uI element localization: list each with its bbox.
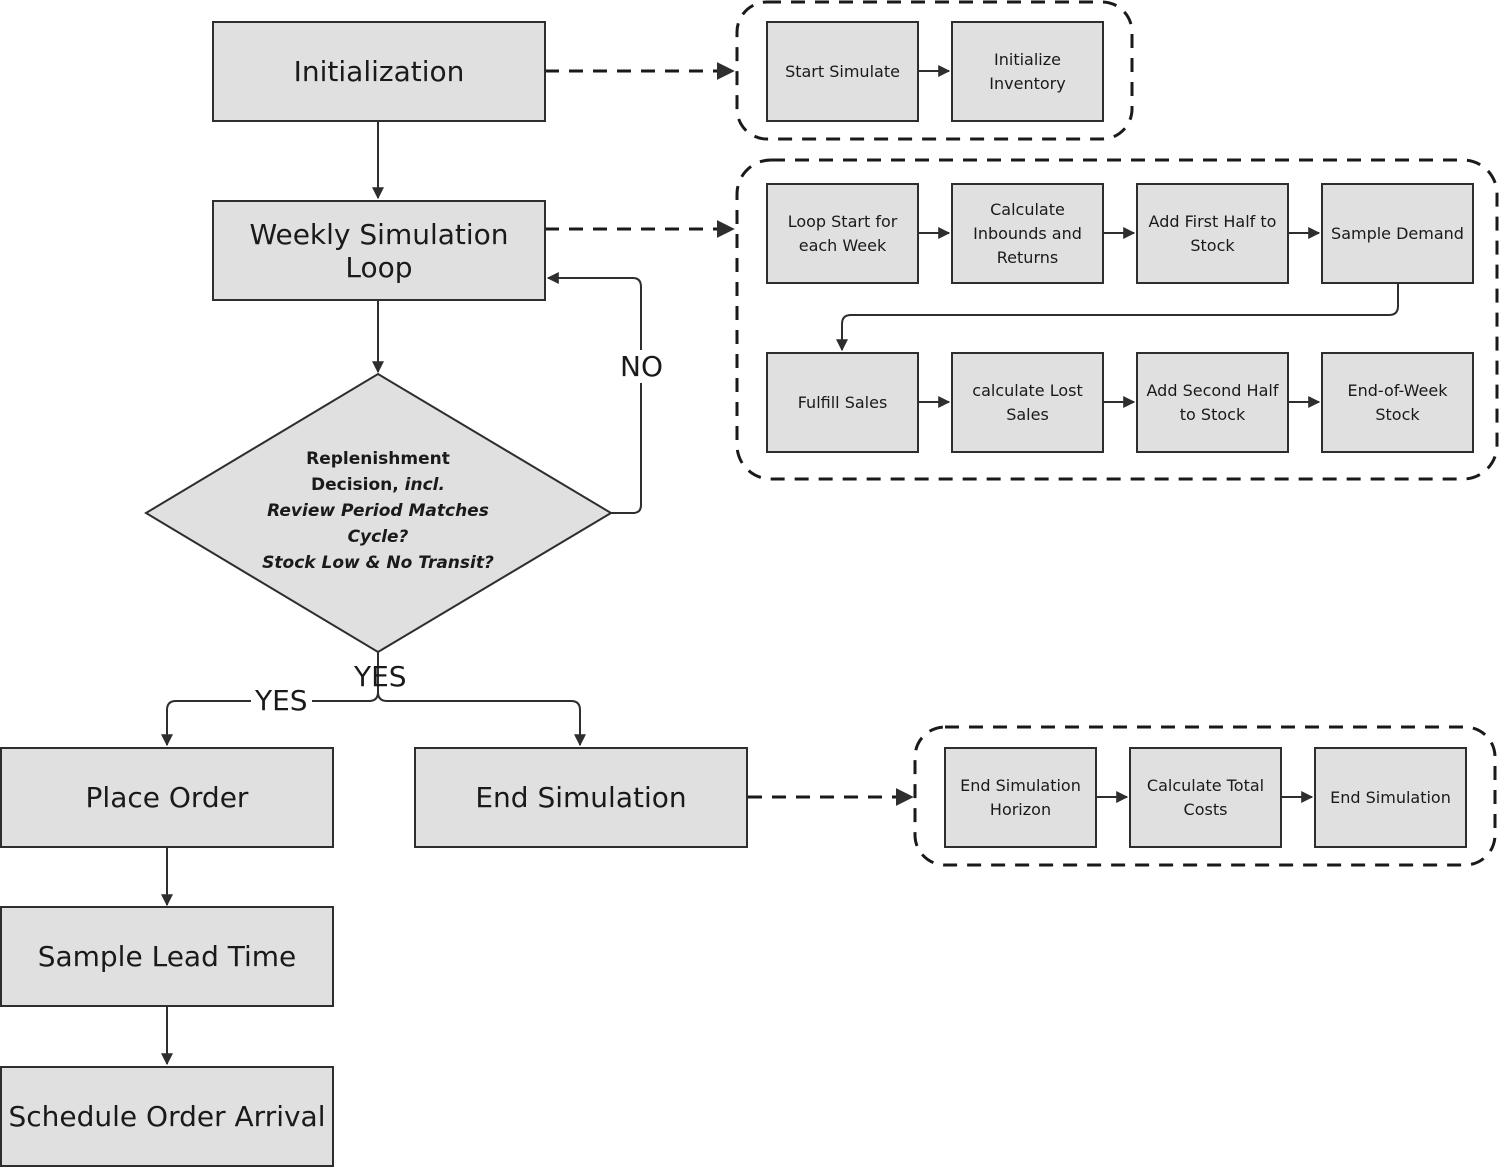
add-first-half-step: Add First Half to Stock [1136,183,1289,284]
initialize-inventory-step: Initialize Inventory [951,21,1104,122]
end-simulation-horizon-step: End Simulation Horizon [944,747,1097,848]
arrow-decision-to-end-simulation [377,691,586,747]
arrow-decision-no-back-to-loop [546,272,642,514]
loop-group-container [735,158,1499,481]
calculate-lost-sales-step: calculate Lost Sales [951,352,1104,453]
edge-label-no: NO [616,350,667,383]
decision-line-1: Replenishment [306,449,450,469]
sample-lead-time-box: Sample Lead Time [0,906,334,1007]
decision-line-2-plain: Decision, [311,475,399,495]
schedule-order-arrival-box: Schedule Order Arrival [0,1066,334,1167]
place-order-box: Place Order [0,747,334,848]
end-simulation-box: End Simulation [414,747,748,848]
start-simulate-step: Start Simulate [766,21,919,122]
initialization-box: Initialization [212,21,546,122]
calculate-total-costs-step: Calculate Total Costs [1129,747,1282,848]
end-simulation-step: End Simulation [1314,747,1467,848]
end-group-container [913,725,1497,867]
decision-line-4: Cycle? [347,527,409,547]
edge-label-yes-center: YES [354,660,407,693]
loop-start-step: Loop Start for each Week [766,183,919,284]
calculate-inbounds-step: Calculate Inbounds and Returns [951,183,1104,284]
decision-text: Replenishment Decision, incl. Review Per… [238,446,518,576]
decision-line-5: Stock Low & No Transit? [262,553,494,573]
decision-line-3: Review Period Matches [267,501,489,521]
decision-line-2: Decision, incl. [238,472,518,498]
sample-demand-step: Sample Demand [1321,183,1474,284]
fulfill-sales-step: Fulfill Sales [766,352,919,453]
weekly-simulation-loop-box: Weekly Simulation Loop [212,200,546,301]
init-group-container [735,0,1134,141]
decision-line-2-italic: incl. [404,475,445,495]
add-second-half-step: Add Second Half to Stock [1136,352,1289,453]
arrow-demand-to-fulfill-sales [836,284,1399,352]
edge-label-yes-left: YES [251,684,312,717]
end-of-week-stock-step: End-of-Week Stock [1321,352,1474,453]
